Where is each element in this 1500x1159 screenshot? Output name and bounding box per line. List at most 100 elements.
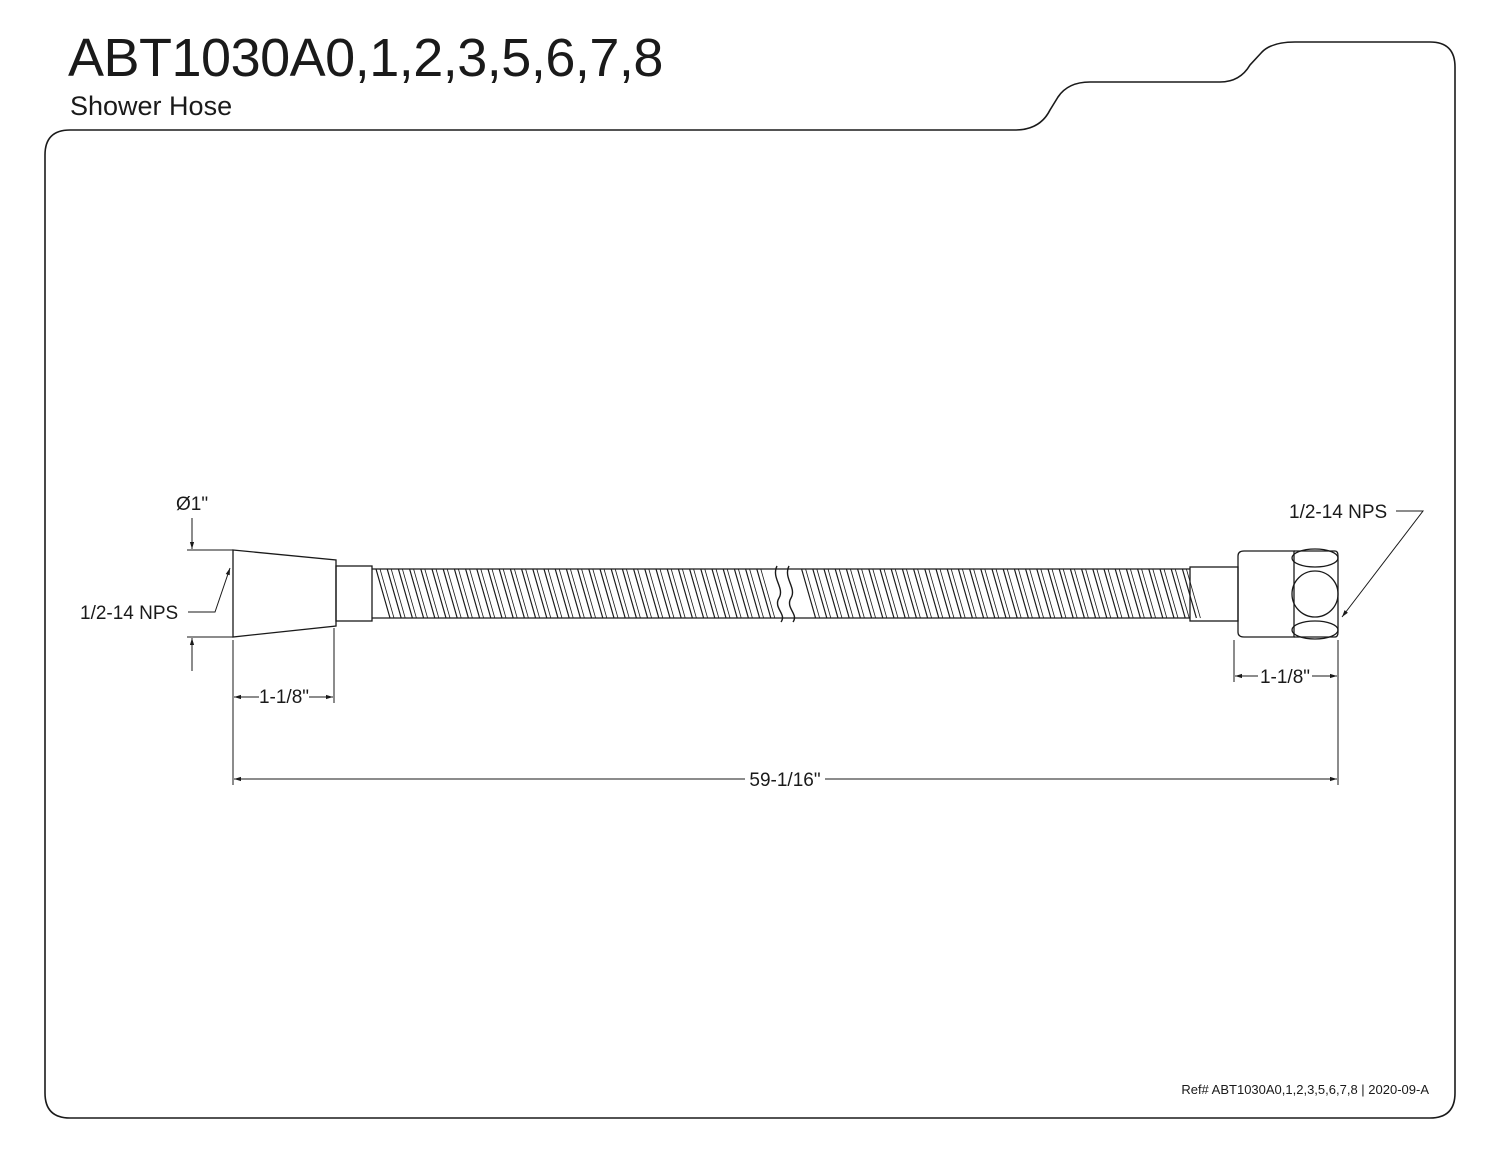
hose-rib xyxy=(588,568,604,619)
hose-rib xyxy=(1051,568,1067,619)
hose-rib xyxy=(693,568,708,619)
hose-rib xyxy=(883,568,899,619)
drawing-frame xyxy=(44,41,1456,1119)
page-subtitle: Shower Hose xyxy=(70,91,233,121)
hose-rib xyxy=(379,568,395,619)
hose-rib xyxy=(1069,568,1085,619)
right-thread-label: 1/2-14 NPS xyxy=(1289,502,1387,523)
hose-corrugation-ribs xyxy=(375,568,1201,619)
overall-length-label: 59-1/16" xyxy=(749,770,820,791)
hose-rib xyxy=(402,568,417,619)
hose-rib xyxy=(446,568,462,619)
hose-rib xyxy=(514,568,529,619)
hose-rib xyxy=(760,568,776,619)
hose-rib xyxy=(543,568,559,619)
hose-rib xyxy=(465,568,481,619)
hose-rib xyxy=(644,568,660,619)
hose-rib xyxy=(1141,568,1156,619)
hose-rib xyxy=(1018,568,1033,619)
right-thread-leader xyxy=(1341,510,1425,618)
hose-rib xyxy=(722,568,738,619)
left-fitting-length-label: 1-1/8" xyxy=(259,687,309,708)
left-fitting-length-dimension xyxy=(232,628,335,785)
hose-rib xyxy=(969,568,985,619)
hose-body xyxy=(372,565,1201,623)
hose-rib xyxy=(715,568,731,619)
hose-rib xyxy=(554,568,570,619)
hose-rib xyxy=(1130,568,1145,619)
hose-rib xyxy=(1174,568,1190,619)
left-thread-leader xyxy=(188,567,231,613)
hose-rib xyxy=(1103,568,1119,619)
hose-rib xyxy=(614,568,630,619)
hose-rib xyxy=(487,568,503,619)
page-title: ABT1030A0,1,2,3,5,6,7,8 xyxy=(68,28,663,88)
hose-rib xyxy=(420,568,436,619)
hose-rib xyxy=(1148,568,1164,619)
hose-rib xyxy=(879,568,895,619)
hose-rib xyxy=(536,568,552,619)
hose-rib xyxy=(816,568,832,619)
hose-rib xyxy=(397,568,413,619)
hose-rib xyxy=(1137,568,1153,619)
hose-rib xyxy=(1036,568,1052,619)
hose-rib xyxy=(603,568,619,619)
hose-rib xyxy=(1118,568,1134,619)
hose-rib xyxy=(946,568,962,619)
hose-rib xyxy=(502,568,518,619)
hose-rib xyxy=(850,568,865,619)
hose-rib xyxy=(633,568,649,619)
hose-rib xyxy=(491,568,507,619)
hose-rib xyxy=(599,568,615,619)
hose-rib xyxy=(711,568,727,619)
hose-rib xyxy=(745,568,761,619)
left-thread-label: 1/2-14 NPS xyxy=(80,603,178,624)
hose-rib xyxy=(1125,568,1141,619)
hose-rib xyxy=(565,568,581,619)
hose-rib xyxy=(756,568,772,619)
hose-rib xyxy=(872,568,888,619)
hose-rib xyxy=(984,568,1000,619)
right-fitting-length-label: 1-1/8" xyxy=(1260,667,1310,688)
hose-rib xyxy=(655,568,671,619)
hose-rib xyxy=(413,568,428,619)
hose-rib xyxy=(901,568,917,619)
hose-rib xyxy=(637,568,652,619)
hose-rib xyxy=(648,568,664,619)
hose-rib xyxy=(957,568,973,619)
hose-rib xyxy=(1025,568,1041,619)
hose-rib xyxy=(906,568,921,619)
hose-rib xyxy=(861,568,876,619)
hose-rib xyxy=(453,568,469,619)
hose-rib xyxy=(390,568,406,619)
hose-rib xyxy=(801,568,817,619)
hose-rib xyxy=(1062,568,1078,619)
hose-rib xyxy=(1006,568,1022,619)
hose-rib xyxy=(521,568,537,619)
hose-rib xyxy=(1085,568,1100,619)
hose-rib xyxy=(738,568,753,619)
hose-rib xyxy=(1047,568,1063,619)
hose-rib xyxy=(973,568,988,619)
hose-rib xyxy=(592,568,608,619)
hose-rib xyxy=(928,568,944,619)
hose-rib xyxy=(689,568,705,619)
hose-rib xyxy=(1013,568,1029,619)
right-nut-fitting xyxy=(1189,548,1339,640)
hose-rib xyxy=(995,568,1011,619)
hose-rib xyxy=(621,568,637,619)
hose-rib xyxy=(950,568,966,619)
hose-rib xyxy=(581,568,596,619)
hose-rib xyxy=(1040,568,1056,619)
hose-rib xyxy=(1092,568,1108,619)
hose-rib xyxy=(704,568,720,619)
hose-rib xyxy=(498,568,514,619)
hose-rib xyxy=(1114,568,1130,619)
hose-rib xyxy=(991,568,1007,619)
hose-rib xyxy=(476,568,492,619)
hose-rib xyxy=(1107,568,1123,619)
hose-rib xyxy=(939,568,955,619)
hose-rib xyxy=(509,568,525,619)
hose-rib xyxy=(480,568,496,619)
